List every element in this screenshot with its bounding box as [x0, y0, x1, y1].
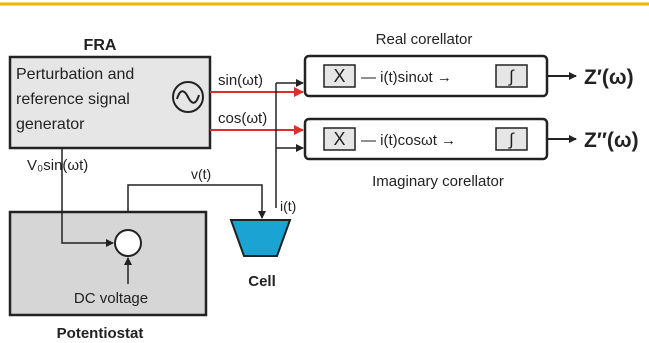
- dc-voltage-label: DC voltage: [74, 290, 148, 307]
- sine-wave-icon: [172, 81, 204, 113]
- cos-label: cos(ωt): [218, 110, 267, 127]
- fra-box: [8, 55, 212, 150]
- real-integrator-sign: ∫: [508, 67, 515, 86]
- imag-product-label: — i(t)cosωt →: [361, 132, 456, 149]
- real-output-label: Z′(ω): [584, 66, 634, 89]
- perturbation-label: V₀sin(ωt): [27, 157, 88, 174]
- potentiostat-box: [8, 210, 208, 317]
- voltage-line: [127, 184, 266, 230]
- voltage-label: v(t): [191, 166, 211, 182]
- fra-line1: Perturbation and: [16, 66, 134, 83]
- real-multiplier-sign: X: [333, 66, 345, 86]
- perturbation-line: [61, 148, 114, 247]
- imag-multiplier-sign: X: [333, 129, 345, 149]
- current-label: i(t): [280, 198, 296, 214]
- imag-integrator-sign: ∫: [508, 130, 515, 149]
- summing-junction: [114, 229, 142, 257]
- fra-title: FRA: [84, 37, 117, 54]
- fra-line3: generator: [16, 116, 85, 133]
- cell-icon: [229, 219, 292, 257]
- real-multiplier-box: [323, 64, 356, 88]
- real-integrator-box: [495, 64, 528, 88]
- sin-label: sin(ωt): [218, 72, 263, 89]
- cell-label: Cell: [248, 273, 276, 290]
- imag-output-label: Z″(ω): [584, 129, 639, 152]
- imag-multiplier-box: [323, 127, 356, 151]
- fra-line2: reference signal: [16, 91, 130, 108]
- imag-integrator-box: [495, 127, 528, 151]
- real-correlator-label: Real corellator: [376, 31, 473, 48]
- imag-correlator-label: Imaginary corellator: [372, 173, 504, 190]
- real-product-label: — i(t)sinωt →: [361, 69, 452, 86]
- potentiostat-title: Potentiostat: [57, 325, 144, 342]
